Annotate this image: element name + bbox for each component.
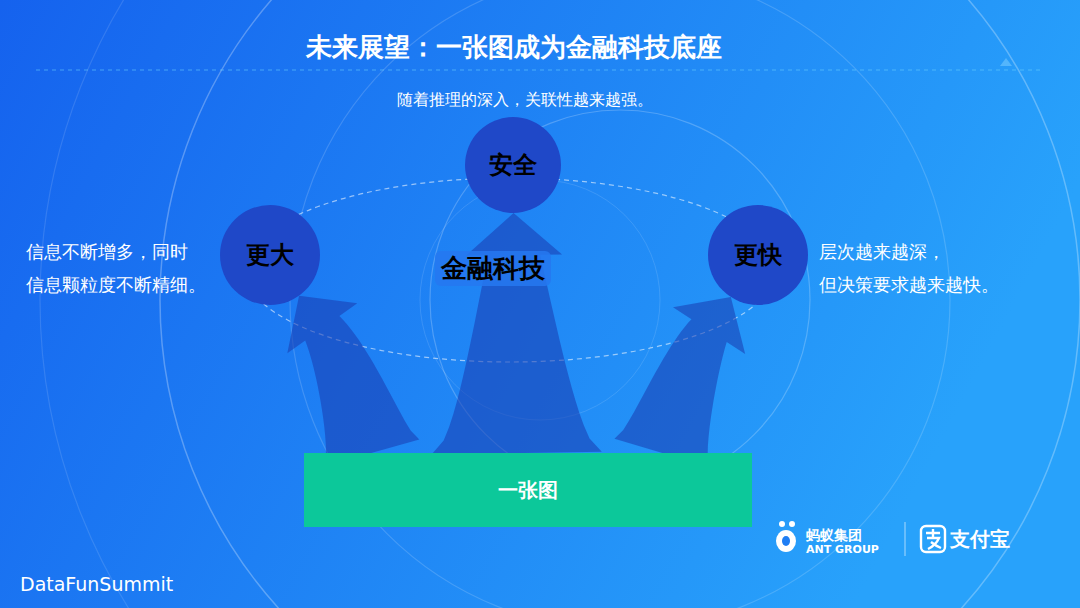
center-label: 金融科技 (435, 251, 551, 286)
logo-text: 支付宝 (950, 526, 1010, 553)
logo-text: ANT GROUP (806, 543, 879, 558)
box-fill (304, 453, 752, 527)
alipay-logo (921, 526, 945, 552)
circle-fill (465, 117, 561, 213)
flow-arrow (287, 296, 419, 467)
circle-fill (708, 205, 808, 305)
node-text: 安全 (489, 149, 537, 181)
node-text: 更快 (734, 239, 782, 271)
title-rule (36, 70, 1042, 71)
node-text: 一张图 (498, 477, 558, 504)
ant-logo (776, 521, 796, 552)
flow-arrow (614, 297, 745, 467)
goal-circle: 更快 (708, 205, 808, 305)
logo-text: 蚂蚁集团 (806, 526, 862, 545)
corner-mark (1000, 58, 1012, 66)
flow-arrow (432, 213, 602, 454)
node-text: 更大 (246, 239, 294, 271)
circle-fill (220, 205, 320, 305)
logo-divider (905, 522, 906, 556)
side-note: 信息不断增多，同时 信息颗粒度不断精细。 (26, 235, 226, 302)
goal-circle: 更大 (220, 205, 320, 305)
base-box: 一张图 (304, 453, 752, 527)
watermark: DataFunSummit (20, 572, 173, 598)
goal-circle: 安全 (465, 117, 561, 213)
title: 未来展望：一张图成为金融科技底座 (306, 30, 722, 65)
concentric-rings (40, 0, 1080, 608)
side-note: 层次越来越深， 但决策要求越来越快。 (819, 235, 1015, 302)
subtitle: 随着推理的深入，关联性越来越强。 (397, 89, 653, 111)
